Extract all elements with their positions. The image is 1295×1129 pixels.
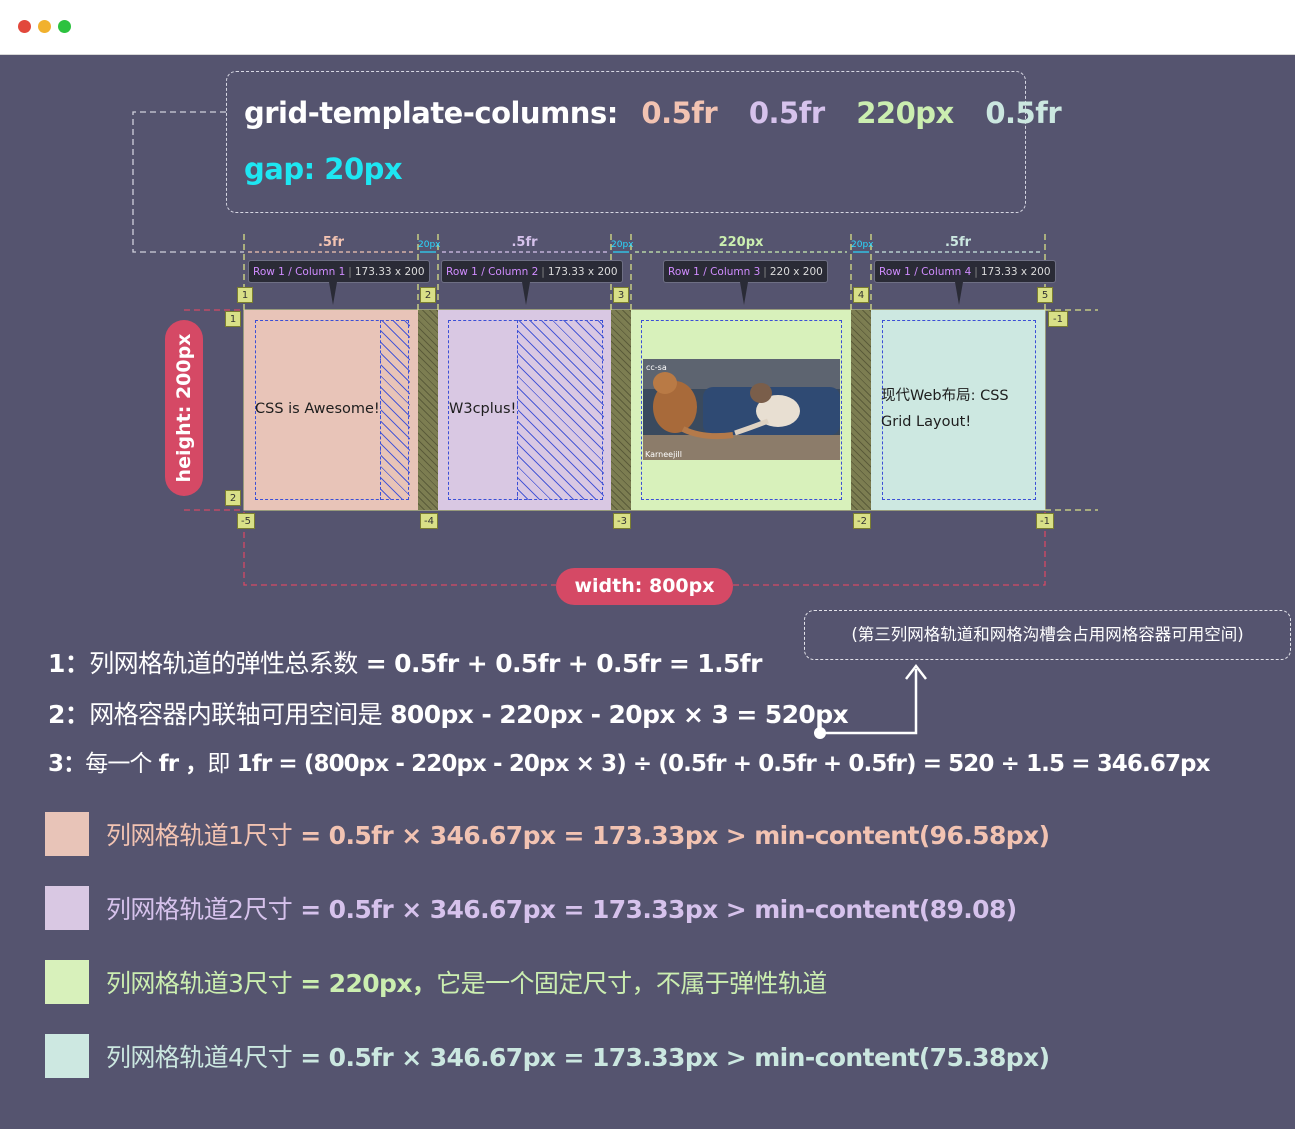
grid-cell-4: 现代Web布局: CSS Grid Layout! <box>871 310 1045 510</box>
explain-line-1: 1：列网格轨道的弹性总系数 = 0.5fr + 0.5fr + 0.5fr = … <box>48 649 762 678</box>
maximize-window-icon[interactable] <box>58 20 71 33</box>
gutter-2 <box>611 310 631 510</box>
code-value-3: 220px <box>856 96 954 130</box>
window-titlebar <box>0 0 1295 55</box>
explain-line-2: 2：网格容器内联轴可用空间是 800px - 220px - 20px × 3 … <box>48 700 849 729</box>
code-value-1: 0.5fr <box>641 96 718 130</box>
cell-tag-4: Row 1 / Column 4|173.33 x 200 <box>874 260 1056 305</box>
measure-gap-1: 20px <box>418 240 441 250</box>
image-watermark-top: cc-sa <box>646 363 667 372</box>
cell-2-text: W3cplus! <box>449 401 517 417</box>
explain-line-3: 3：每一个 fr ，即 1fr = (800px - 220px - 20px … <box>48 751 1210 777</box>
minimize-window-icon[interactable] <box>38 20 51 33</box>
track-1-line: 列网格轨道1尺寸 = 0.5fr × 346.67px = 173.33px >… <box>106 821 1050 850</box>
image-watermark-bottom: Karneejill <box>645 450 682 459</box>
cell-1-text: CSS is Awesome! <box>255 401 380 417</box>
cell-3-image: cc-sa Karneejill <box>643 359 840 460</box>
height-pill: height: 200px <box>165 320 203 496</box>
measure-gap-2: 20px <box>611 240 634 250</box>
col-line-top-5: 5 <box>1037 287 1053 303</box>
row-line-left-2: 2 <box>225 490 241 506</box>
row-line-right-1: -1 <box>1048 311 1068 327</box>
cell-4-text: 现代Web布局: CSS Grid Layout! <box>881 388 1009 430</box>
code-box <box>226 71 1026 213</box>
measure-track-1: .5fr <box>317 235 345 250</box>
swatch-track-4 <box>45 1034 89 1078</box>
measure-gap-3: 20px <box>851 240 874 250</box>
code-value-2: 0.5fr <box>748 96 825 130</box>
col-line-top-2: 2 <box>420 287 436 303</box>
swatch-track-1 <box>45 812 89 856</box>
code-property: grid-template-columns: <box>244 96 618 130</box>
grid-cell-3: cc-sa Karneejill <box>631 310 851 510</box>
cell-tag-1: Row 1 / Column 1|173.33 x 200 <box>248 260 430 305</box>
track-3-line: 列网格轨道3尺寸 = 220px，它是一个固定尺寸，不属于弹性轨道 <box>106 969 827 998</box>
close-window-icon[interactable] <box>18 20 31 33</box>
code-value-4: 0.5fr <box>985 96 1062 130</box>
note-box: (第三列网格轨道和网格沟槽会占用网格容器可用空间) <box>804 610 1291 660</box>
col-line-bottom-4: -2 <box>853 513 871 529</box>
code-connector-line <box>132 111 244 253</box>
measure-track-3: 220px <box>718 235 764 250</box>
col-line-bottom-3: -3 <box>613 513 631 529</box>
measure-track-2: .5fr <box>511 235 538 250</box>
gutter-1 <box>418 310 438 510</box>
col-line-top-3: 3 <box>613 287 629 303</box>
height-pill-text: height: 200px <box>173 333 195 483</box>
measure-track-4: .5fr <box>944 235 972 250</box>
col-line-bottom-1: -5 <box>237 513 255 529</box>
track-2-line: 列网格轨道2尺寸 = 0.5fr × 346.67px = 173.33px >… <box>106 895 1017 924</box>
swatch-track-3 <box>45 960 89 1004</box>
swatch-track-2 <box>45 886 89 930</box>
col-line-top-4: 4 <box>853 287 869 303</box>
code-gap: gap: 20px <box>244 152 403 186</box>
cell-tag-3: Row 1 / Column 3|220 x 200 <box>663 260 828 305</box>
row-line-left-1: 1 <box>225 311 241 327</box>
grid-cell-2: W3cplus! <box>438 310 611 510</box>
col-line-top-1: 1 <box>237 287 253 303</box>
width-pill: width: 800px <box>556 568 733 605</box>
col-line-bottom-5: -1 <box>1036 513 1054 529</box>
track-4-line: 列网格轨道4尺寸 = 0.5fr × 346.67px = 173.33px >… <box>106 1043 1050 1072</box>
grid-cell-1: CSS is Awesome! <box>244 310 418 510</box>
note-arrow <box>814 663 927 739</box>
col-line-bottom-2: -4 <box>420 513 438 529</box>
gutter-3 <box>851 310 871 510</box>
code-line-columns: grid-template-columns: 0.5fr 0.5fr 220px… <box>244 96 1062 130</box>
cell-tag-2: Row 1 / Column 2|173.33 x 200 <box>441 260 623 305</box>
